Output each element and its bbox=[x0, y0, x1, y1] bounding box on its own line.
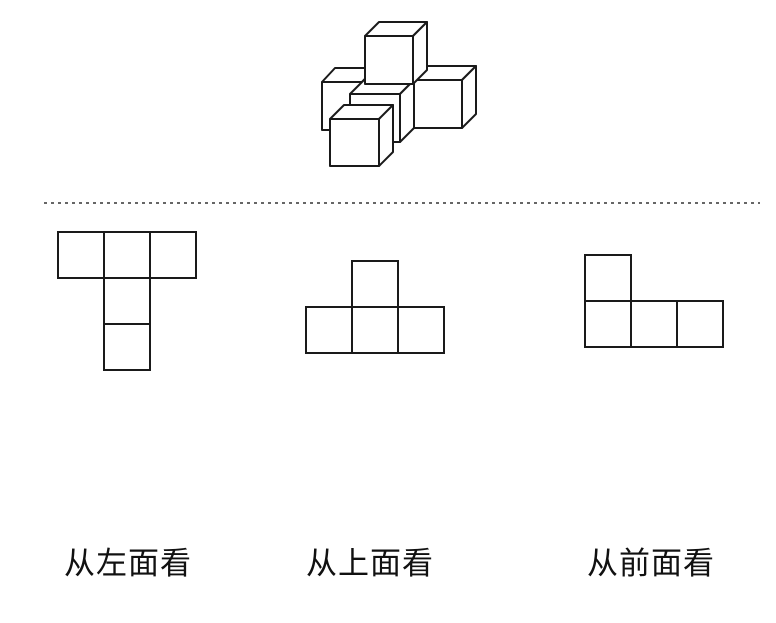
left-view-square bbox=[57, 231, 105, 279]
front-view-square bbox=[630, 300, 678, 348]
cube-top bbox=[364, 21, 428, 85]
left-view-grid bbox=[57, 231, 197, 371]
front-view-square bbox=[584, 254, 632, 302]
left-view-square bbox=[103, 231, 151, 279]
caption-front-view: 从前面看 bbox=[587, 546, 715, 582]
left-view-square bbox=[103, 323, 151, 371]
left-view-square bbox=[103, 277, 151, 325]
top-view-square bbox=[351, 306, 399, 354]
top-view-square bbox=[351, 260, 399, 308]
caption-left-view: 从左面看 bbox=[64, 546, 192, 582]
left-view-square bbox=[149, 231, 197, 279]
top-view-square bbox=[305, 306, 353, 354]
top-view-grid bbox=[305, 260, 445, 354]
front-view-square bbox=[676, 300, 724, 348]
cube-assembly-figure bbox=[321, 21, 477, 167]
cube-front bbox=[329, 104, 394, 167]
front-view-grid bbox=[584, 254, 724, 348]
caption-top-view: 从上面看 bbox=[306, 546, 434, 582]
top-view-square bbox=[397, 306, 445, 354]
front-view-square bbox=[584, 300, 632, 348]
